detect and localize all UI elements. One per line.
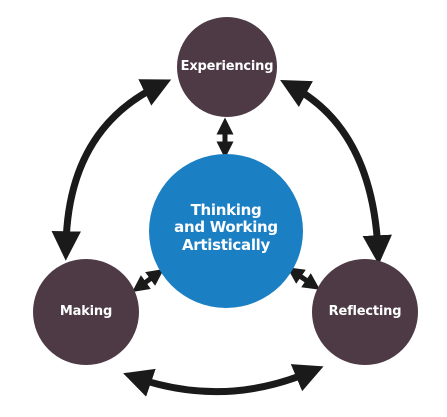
arrow-center-making	[132, 269, 164, 292]
arrow-experiencing-making	[51, 79, 172, 261]
node-center-circle	[149, 154, 303, 308]
arrow-center-reflecting	[286, 267, 321, 290]
arrow-experiencing-reflecting	[280, 79, 392, 265]
node-reflecting-circle	[312, 259, 418, 365]
node-making-circle	[33, 259, 139, 365]
arrow-making-reflecting	[123, 364, 324, 397]
node-experiencing-circle	[177, 17, 277, 117]
